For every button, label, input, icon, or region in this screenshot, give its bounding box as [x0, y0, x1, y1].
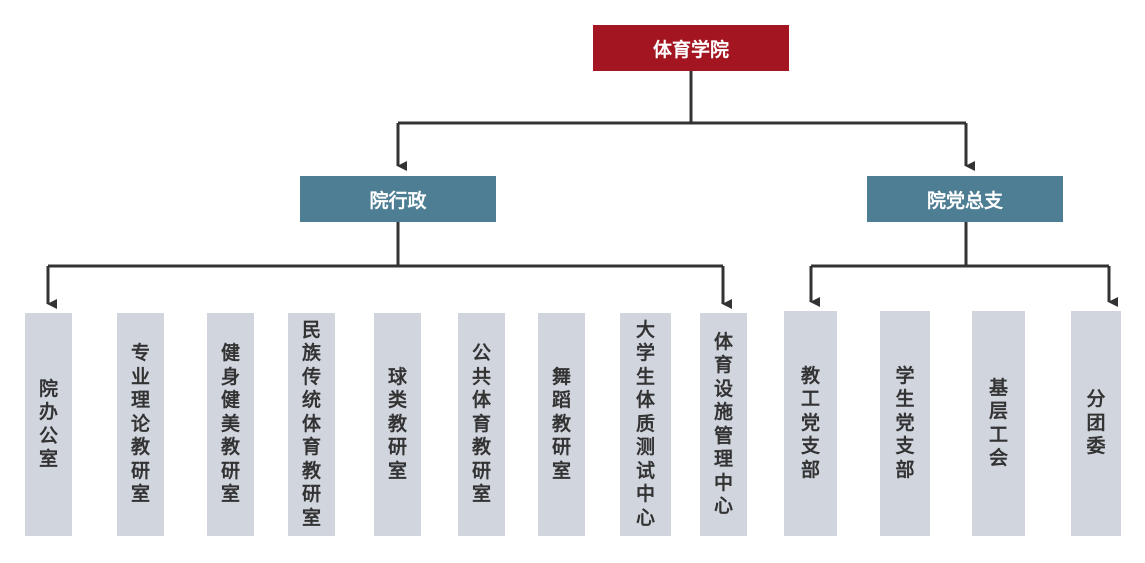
branch-node-party: 院党总支: [867, 176, 1063, 222]
leaf-fitness-test: 大学生体质测试中心: [620, 313, 671, 536]
leaf-facilities-label: 体育设施管理中心: [713, 330, 733, 518]
leaf-traditional: 民族传统体育教研室: [288, 313, 335, 536]
leaf-fitness-test-label: 大学生体质测试中心: [635, 318, 655, 529]
branch-node-admin-label: 院行政: [369, 189, 427, 212]
root-node-label: 体育学院: [652, 38, 729, 61]
leaf-staff-branch-label: 教工党支部: [800, 364, 820, 481]
leaf-ball-label: 球类教研室: [387, 365, 407, 482]
leaf-fitness-label: 健身健美教研室: [220, 342, 240, 506]
branch-node-admin: 院行政: [300, 176, 496, 222]
leaf-dance: 舞蹈教研室: [538, 313, 585, 536]
leaf-youth-league: 分团委: [1071, 311, 1121, 536]
leaf-student-branch-label: 学生党支部: [895, 364, 915, 481]
leaf-union: 基层工会: [972, 311, 1025, 536]
leaf-student-branch: 学生党支部: [880, 311, 930, 536]
leaf-fitness: 健身健美教研室: [207, 313, 254, 536]
leaf-office: 院办公室: [25, 313, 72, 536]
leaf-facilities: 体育设施管理中心: [700, 313, 747, 536]
leaf-theory-label: 专业理论教研室: [130, 342, 150, 506]
leaf-traditional-label: 民族传统体育教研室: [301, 318, 321, 529]
leaf-public-pe: 公共体育教研室: [458, 313, 505, 536]
leaf-theory: 专业理论教研室: [117, 313, 164, 536]
leaf-ball: 球类教研室: [374, 313, 421, 536]
leaf-public-pe-label: 公共体育教研室: [471, 342, 491, 506]
leaf-staff-branch: 教工党支部: [784, 311, 837, 536]
root-node: 体育学院: [593, 25, 789, 71]
leaf-youth-league-label: 分团委: [1086, 388, 1106, 458]
branch-node-party-label: 院党总支: [926, 189, 1003, 212]
leaf-union-label: 基层工会: [988, 376, 1008, 470]
leaf-office-label: 院办公室: [38, 377, 58, 471]
leaf-dance-label: 舞蹈教研室: [551, 365, 571, 482]
